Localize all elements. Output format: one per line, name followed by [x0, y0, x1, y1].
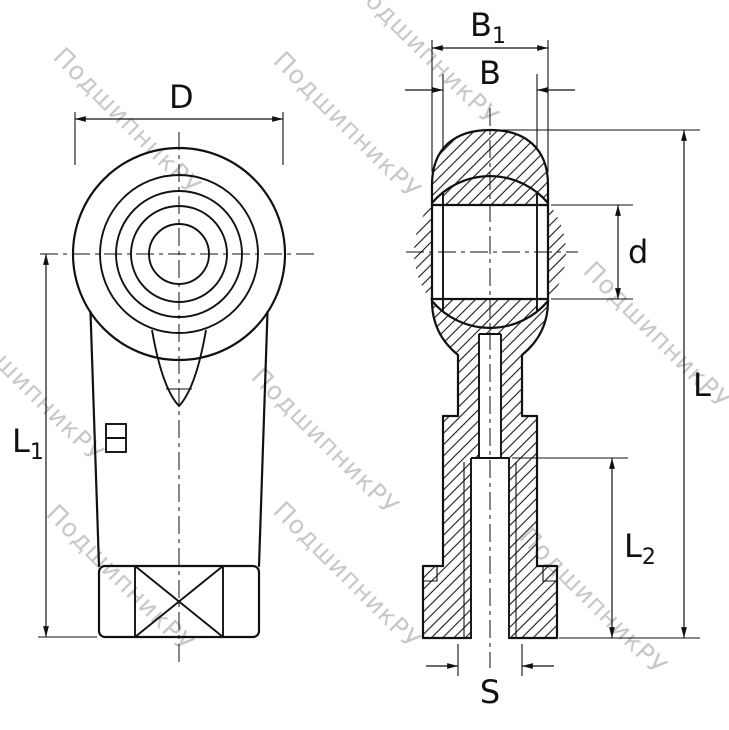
- flange-outline-left: [421, 564, 473, 640]
- dim-label-L2: L2: [624, 527, 656, 570]
- flange-outline-right: [507, 564, 559, 640]
- dimension-D: D: [74, 78, 284, 165]
- dim-label-L2-base: L: [624, 527, 642, 565]
- watermark-text: ПодшипникРУ: [246, 362, 405, 521]
- dim-label-B: B: [479, 54, 501, 92]
- inner-ring-circle: [130, 205, 228, 303]
- dim-label-B1-sub: 1: [492, 24, 506, 49]
- side-section-view: B1 B d L L2: [405, 6, 711, 711]
- body-left-line: [89, 310, 101, 568]
- dimension-S: S: [426, 644, 554, 711]
- bore-circle: [148, 223, 210, 285]
- dim-label-L1-base: L: [12, 422, 30, 460]
- thread-minor-line: [470, 457, 510, 638]
- ball-pocket-arc: [151, 329, 207, 408]
- shank-base: [97, 564, 261, 639]
- dim-label-B1: B1: [470, 6, 506, 49]
- dim-label-L2-sub: 2: [642, 545, 656, 570]
- dim-label-S: S: [480, 673, 500, 711]
- flange-chamfer-line: [423, 566, 438, 582]
- dim-label-L: L: [693, 366, 711, 404]
- body-right-line: [257, 310, 269, 568]
- neck-outline-left: [430, 299, 460, 568]
- grease-port-symbol: [105, 423, 127, 453]
- dimension-L1: L1: [12, 254, 97, 638]
- watermark-text: ПодшипникРУ: [48, 42, 207, 201]
- dimension-L2: L2: [512, 457, 656, 638]
- dimension-L: L: [494, 129, 711, 639]
- dimension-B1: B1: [431, 6, 549, 172]
- dim-label-d: d: [628, 233, 648, 271]
- head-outline-circle: [71, 146, 287, 362]
- dim-label-B1-base: B: [470, 6, 492, 44]
- dim-label-L1: L1: [12, 422, 44, 465]
- thread-major-line: [463, 462, 517, 638]
- dimension-B: B: [405, 54, 575, 148]
- head-outline: [430, 128, 550, 303]
- watermark-layer: ПодшипникРУ ПодшипникРУ ПодшипникРУ Подш…: [0, 0, 729, 681]
- outer-ring-circle: [115, 190, 243, 318]
- ball-crescent-top: [443, 175, 537, 205]
- dimension-d: d: [551, 204, 648, 300]
- dim-label-D: D: [169, 78, 194, 116]
- housing-section-hatch: [414, 130, 566, 638]
- dim-label-L1-sub: 1: [30, 440, 44, 465]
- watermark-text: ПодшипникРУ: [268, 46, 427, 205]
- watermark-text: ПодшипникРУ: [268, 496, 427, 655]
- seat-ring-circle: [99, 174, 259, 334]
- neck-outline-right: [520, 299, 550, 568]
- front-view: D L1: [12, 78, 318, 662]
- ball-arc-bottom: [430, 299, 550, 329]
- watermark-text: ПодшипникРУ: [41, 499, 200, 658]
- base-cross-line: [134, 565, 224, 638]
- flange-chamfer-line: [542, 566, 557, 582]
